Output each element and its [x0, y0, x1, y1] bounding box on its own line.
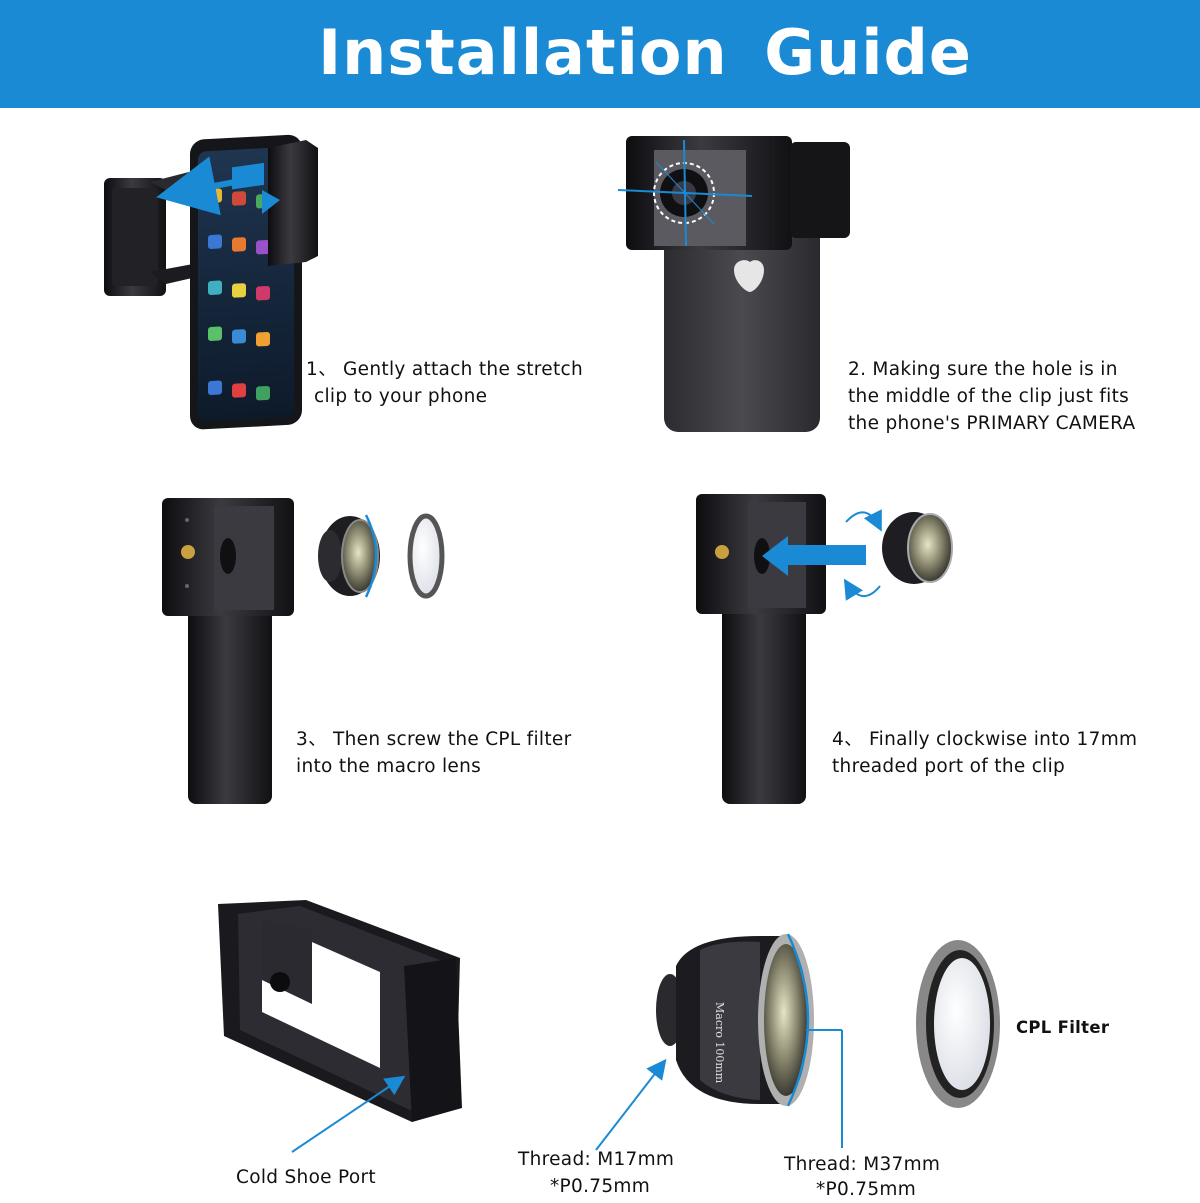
- thread-small-label: Thread: M17mm: [518, 1149, 675, 1170]
- thread-large-pitch: *P0.75mm: [816, 1179, 917, 1200]
- macro-lens-icon: Macro 100mm: [595, 933, 843, 1151]
- rotate-arrow-icon: [845, 509, 882, 532]
- step-1-text: 1、 Gently attach the stretch clip to you…: [306, 359, 584, 407]
- lens-engraving: Macro 100mm: [713, 1002, 726, 1084]
- cpl-filter-icon: [916, 940, 1000, 1108]
- thread-small-pitch: *P0.75mm: [550, 1176, 651, 1197]
- step3-illustration: [162, 498, 445, 804]
- step4-illustration: [696, 494, 953, 804]
- clip-illustration: [218, 900, 462, 1153]
- step1-illustration: [104, 134, 318, 430]
- step-4-text: 4、 Finally clockwise into 17mm threaded …: [832, 729, 1138, 777]
- step2-illustration: [617, 136, 850, 432]
- cpl-filter-label: CPL Filter: [1016, 1018, 1110, 1037]
- cold-shoe-label: Cold Shoe Port: [236, 1167, 376, 1188]
- step-3-text: 3、 Then screw the CPL filter into the ma…: [296, 729, 572, 777]
- thread-large-label: Thread: M37mm: [784, 1154, 941, 1175]
- step-2-text: 2. Making sure the hole is in the middle…: [848, 359, 1136, 434]
- page-title: Installation Guide: [318, 16, 972, 89]
- header-banner: Installation Guide: [0, 0, 1200, 108]
